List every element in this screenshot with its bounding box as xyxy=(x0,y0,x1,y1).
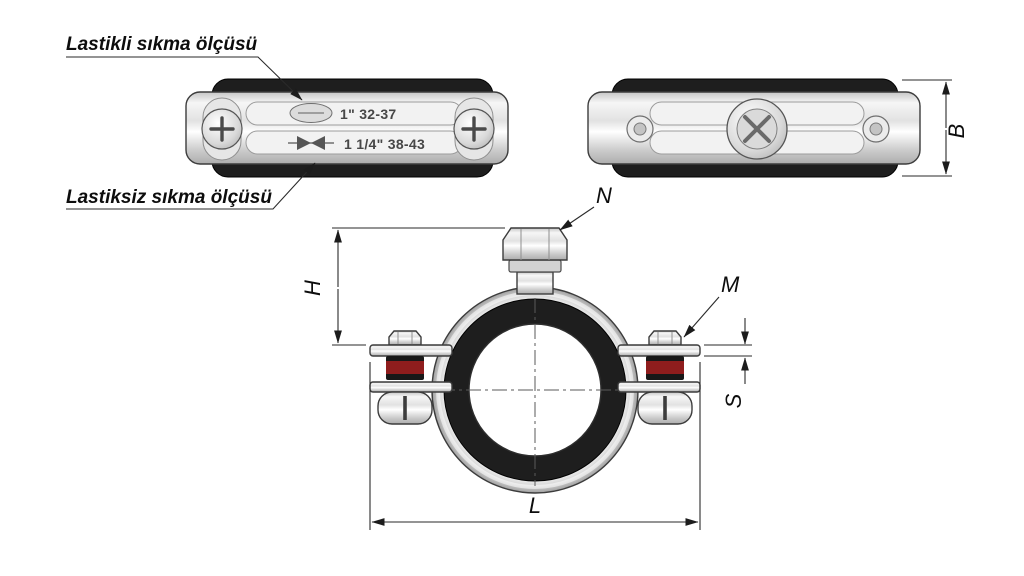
hex-nut xyxy=(502,227,568,261)
weld-socket xyxy=(516,271,554,295)
front-view: H L S N M xyxy=(300,183,752,530)
left-screw xyxy=(201,97,243,161)
dim-label-n: N xyxy=(596,183,612,208)
rubber-washer xyxy=(646,361,684,374)
top-hex-nut xyxy=(388,330,422,346)
marking-size-with-rubber: 1" 32-37 xyxy=(340,106,397,122)
top-hex-nut xyxy=(648,330,682,346)
dimension-s: S xyxy=(704,318,752,408)
top-view-marked: 1" 32-37 1 1/4" 38-43 xyxy=(185,78,509,178)
rubber-washer xyxy=(386,361,424,374)
cross-recess-icon xyxy=(743,115,771,143)
callout-without-rubber: Lastiksiz sıkma ölçüsü xyxy=(66,187,272,208)
top-view-rear: B xyxy=(587,78,969,178)
upper-flange-ear xyxy=(369,344,453,357)
phillips-cross-icon xyxy=(461,116,487,142)
callout-with-rubber: Lastikli sıkma ölçüsü xyxy=(66,34,258,55)
dimension-l: L xyxy=(369,362,701,530)
phillips-cross-icon xyxy=(209,116,235,142)
lower-flange-ear xyxy=(369,381,453,393)
dimension-h: H xyxy=(300,227,505,346)
n-leader xyxy=(559,206,595,231)
lower-flange-ear xyxy=(617,381,701,393)
upper-flange-ear xyxy=(617,344,701,357)
brand-stamp-icon xyxy=(289,103,333,123)
no-rubber-symbol-icon xyxy=(288,136,334,150)
callout-without-rubber-leader xyxy=(66,162,316,210)
m-leader xyxy=(683,296,720,338)
nut-collar xyxy=(508,259,562,273)
dim-label-b: B xyxy=(944,124,969,139)
right-bolt-assembly xyxy=(617,330,701,425)
center-socket-nut xyxy=(726,98,788,160)
right-screw xyxy=(453,97,495,161)
dim-label-l: L xyxy=(529,493,541,518)
left-bolt-assembly xyxy=(369,330,453,425)
dim-label-h: H xyxy=(300,280,325,296)
dimension-b: B xyxy=(902,79,969,177)
marking-size-without-rubber: 1 1/4" 38-43 xyxy=(344,136,425,152)
dim-label-s: S xyxy=(721,393,746,408)
left-rivet-hole xyxy=(626,115,654,143)
dim-label-m: M xyxy=(721,272,740,297)
callout-with-rubber-leader xyxy=(66,56,303,101)
right-rivet-hole xyxy=(862,115,890,143)
top-connection-nut xyxy=(502,227,568,295)
